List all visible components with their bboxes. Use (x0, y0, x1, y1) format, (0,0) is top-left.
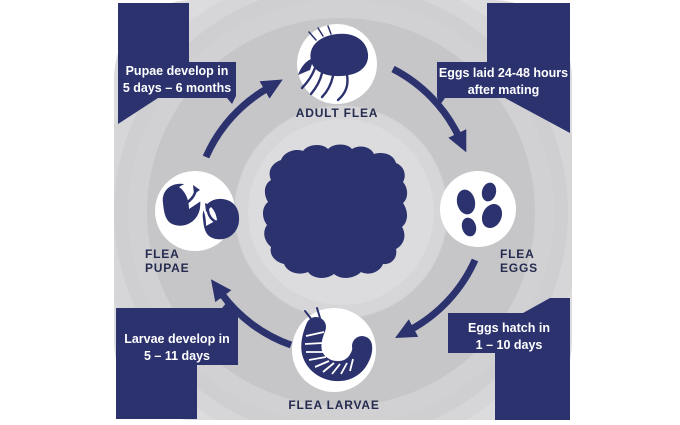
center-blob-shape (262, 144, 408, 278)
flea-larvae-label: FLEA LARVAE (288, 398, 380, 412)
annotation-box-top-right (437, 3, 570, 133)
flea-icon (298, 25, 369, 102)
annotation-box-bottom-right (448, 298, 570, 420)
pupae-icon (162, 183, 240, 240)
eggs-icon (456, 182, 503, 237)
adult-flea-label: ADULT FLEA (295, 106, 379, 120)
annotation-eggs-hatch: Eggs hatch in 1 – 10 days (468, 321, 550, 353)
annotation-eggs-laid: Eggs laid 24-48 hours after mating (438, 66, 569, 98)
annotation-boxes (116, 3, 570, 420)
arrow-pupae-to-adult (202, 79, 283, 159)
annotation-pupae-duration: Pupae develop in 5 days – 6 months (122, 64, 232, 96)
arrow-eggs-to-larvae (395, 258, 479, 339)
annotation-larvae-duration: Larvae develop in 5 – 11 days (124, 332, 230, 364)
flea-pupae-label: FLEA PUPAE (145, 247, 190, 275)
cycle-arrows (202, 65, 479, 349)
larva-icon (301, 307, 373, 382)
flea-eggs-circle (440, 171, 516, 247)
annotation-box-top-left (118, 3, 236, 124)
arrow-larvae-to-pupae (210, 279, 293, 349)
flea-eggs-label: FLEA EGGS (500, 247, 538, 275)
annotation-box-bottom-left (116, 301, 238, 419)
arrow-adult-to-eggs (391, 65, 467, 153)
